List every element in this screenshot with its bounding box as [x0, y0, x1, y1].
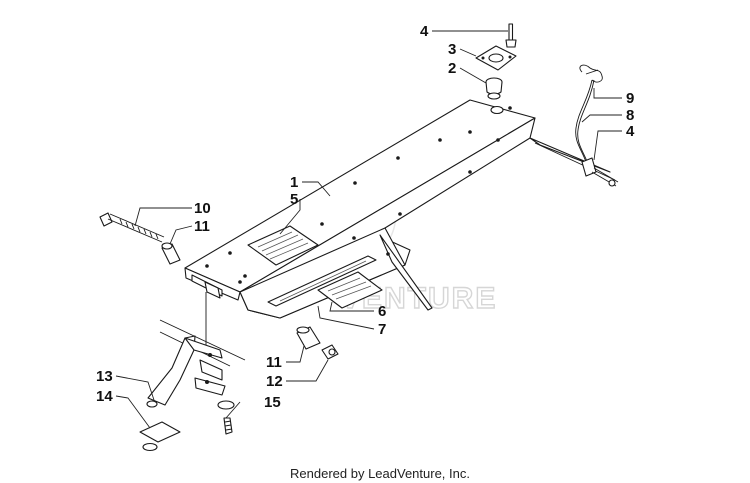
part-15-bolt-washer — [217, 400, 235, 435]
part-9-lanyard-clip — [579, 64, 603, 83]
callout-11: 11 — [194, 218, 210, 235]
callout-4-lower: 4 — [626, 123, 635, 140]
callout-8: 8 — [626, 107, 634, 124]
callout-13: 13 — [96, 368, 113, 385]
callout-6: 6 — [378, 303, 386, 320]
callout-2: 2 — [448, 60, 456, 77]
rendered-by-footer: Rendered by LeadVenture, Inc. — [290, 466, 470, 481]
part-11-sleeve-left — [161, 242, 181, 265]
callout-15: 15 — [264, 394, 281, 411]
part-6-decal — [317, 271, 383, 309]
callout-9: 9 — [626, 90, 634, 107]
callout-11-lower: 11 — [266, 354, 282, 371]
part-4-detent-pin — [581, 157, 619, 187]
part-10-long-bolt — [99, 212, 165, 243]
callout-7: 7 — [378, 321, 386, 338]
leader-lines — [115, 30, 622, 429]
part-4-top-pin — [505, 23, 517, 48]
part-11-sleeve-right — [296, 326, 321, 350]
part-14-plate — [139, 400, 181, 452]
callout-4: 4 — [420, 23, 429, 40]
part-13-support-bracket — [147, 319, 246, 406]
part-12-nut — [321, 344, 339, 360]
callout-5: 5 — [290, 191, 298, 208]
part-5-decal — [247, 225, 319, 266]
hinge-pin-left — [191, 274, 223, 299]
callout-14: 14 — [96, 388, 113, 405]
part-8-cable — [575, 79, 595, 165]
part-3-mount-plate — [475, 45, 517, 71]
callout-1: 1 — [290, 174, 298, 191]
callouts: 4 3 2 9 8 4 1 5 10 11 6 7 11 12 13 14 15 — [96, 23, 635, 411]
part-7-strip-decal — [267, 255, 377, 307]
callout-12: 12 — [266, 373, 283, 390]
callout-3: 3 — [448, 41, 456, 58]
part-2-grommet — [485, 77, 503, 100]
callout-10: 10 — [194, 200, 211, 217]
